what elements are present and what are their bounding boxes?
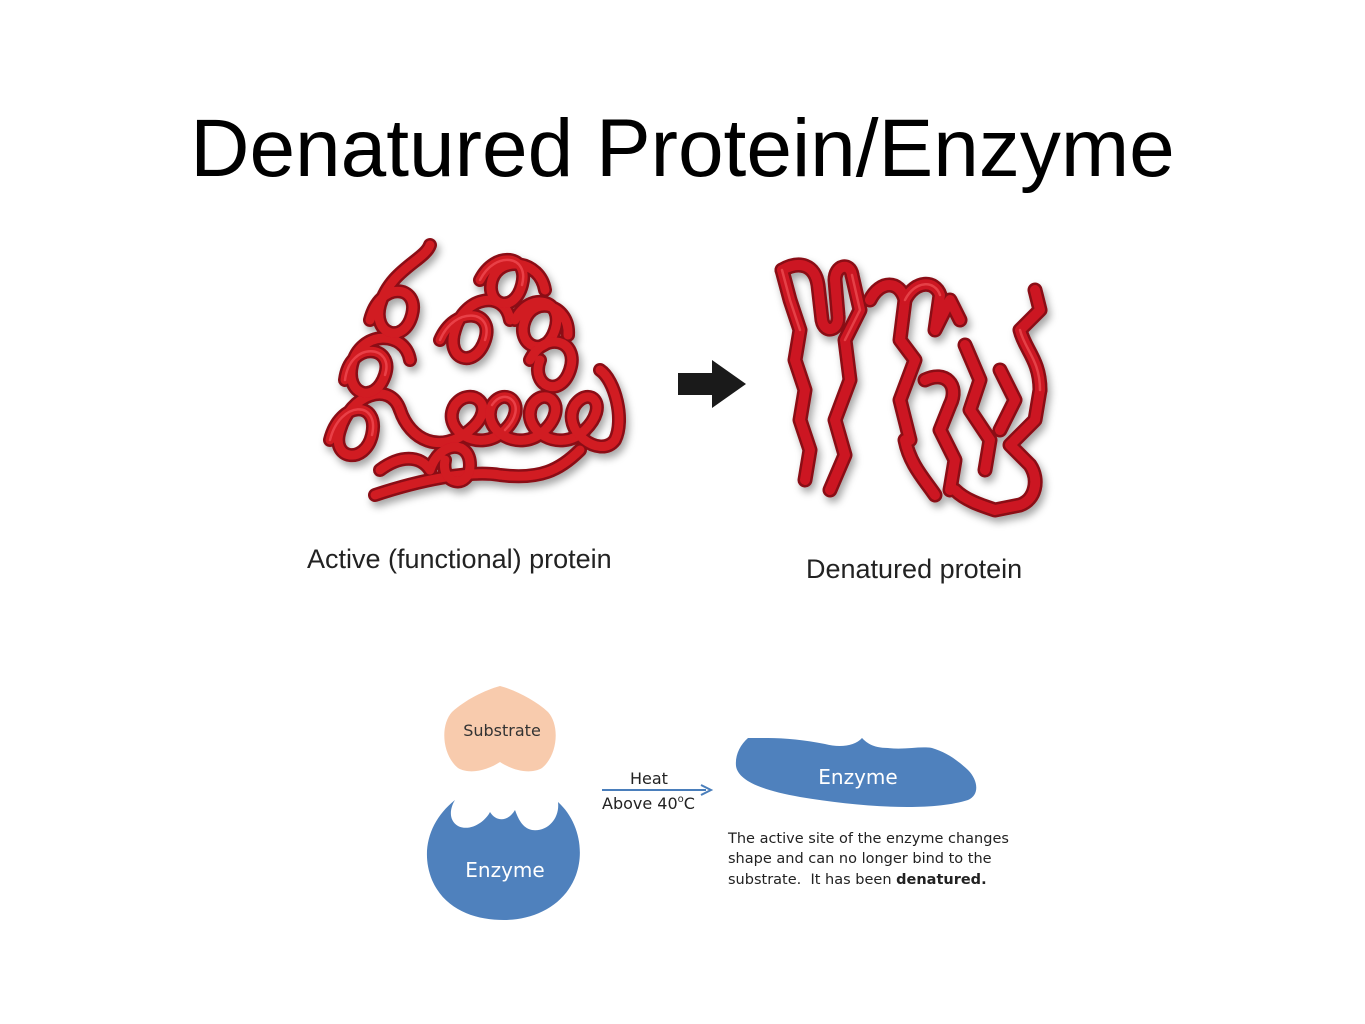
substrate-shape — [444, 686, 556, 772]
caption-line-3: substrate. It has been denatured. — [728, 872, 987, 888]
enzyme-label: Enzyme — [465, 858, 544, 882]
denatured-protein-ribbon — [774, 257, 1048, 518]
transition-arrow-icon — [678, 360, 746, 408]
caption-line-1: The active site of the enzyme changes — [727, 831, 1009, 847]
denatured-enzyme-shape — [735, 738, 977, 808]
caption-line-2: shape and can no longer bind to the — [728, 851, 992, 867]
heat-label: Heat — [630, 769, 668, 788]
active-protein-label: Active (functional) protein — [307, 544, 612, 574]
denatured-protein-label: Denatured protein — [806, 554, 1022, 584]
active-protein-ribbon — [323, 238, 627, 502]
denatured-enzyme-label: Enzyme — [818, 765, 897, 789]
slide-title: Denatured Protein/Enzyme — [190, 103, 1175, 194]
substrate-label: Substrate — [463, 721, 541, 740]
heat-arrow-icon — [602, 784, 714, 796]
temperature-label: Above 40oC — [602, 794, 695, 813]
enzyme-shape — [426, 800, 580, 920]
